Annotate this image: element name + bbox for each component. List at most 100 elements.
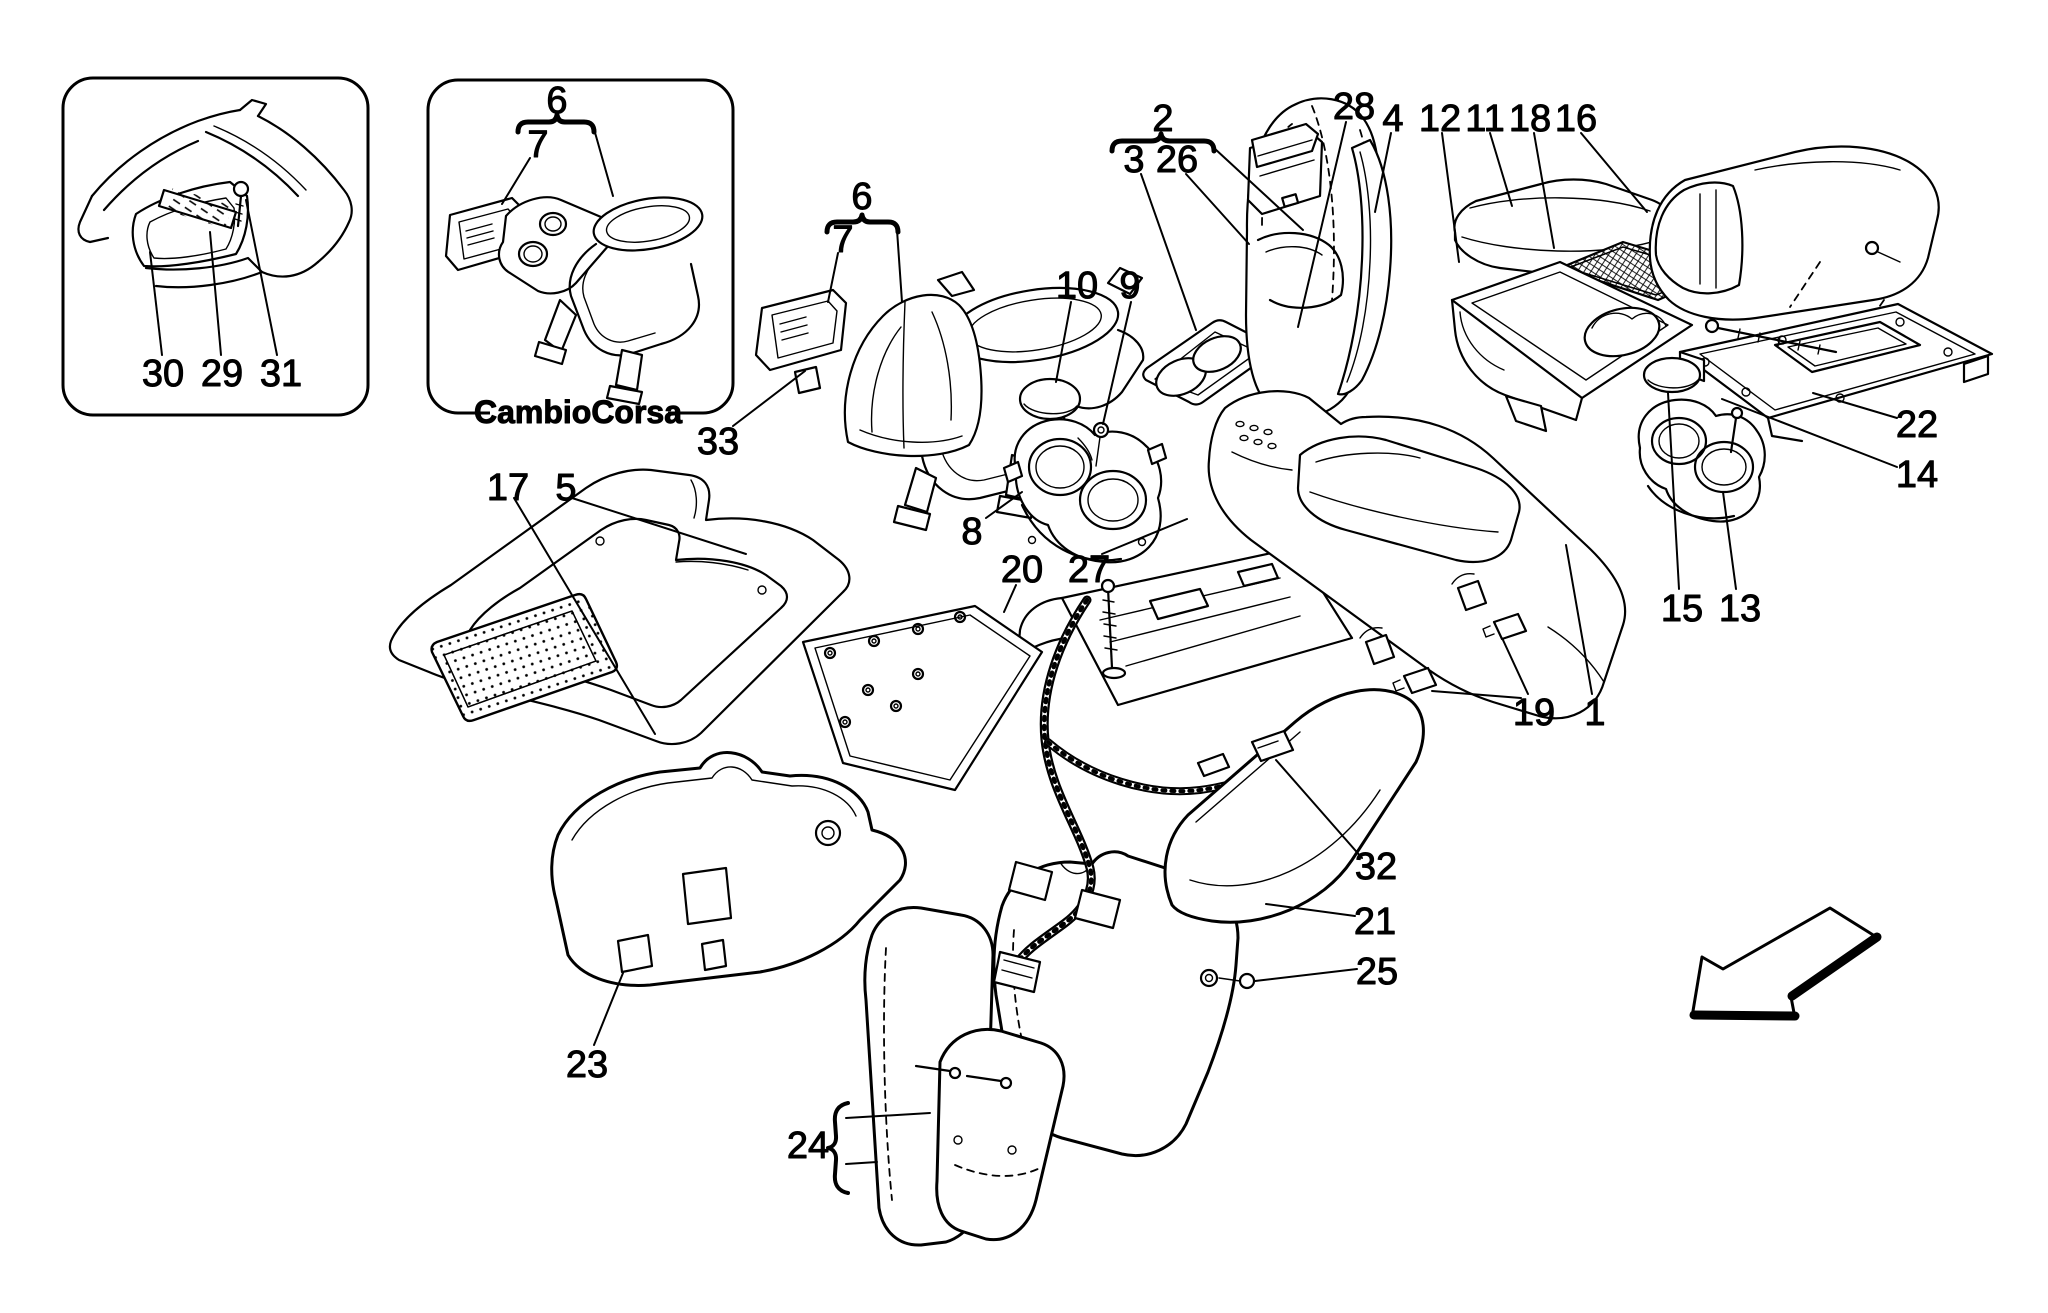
main-assembly-leaders — [732, 229, 903, 427]
leader-28 — [1297, 121, 1347, 328]
part-label-18: 18 — [1509, 98, 1551, 140]
part-label-13: 13 — [1719, 588, 1761, 630]
push-pin-grommets — [823, 610, 967, 729]
part-label-9: 9 — [1119, 265, 1140, 307]
rear-trim-panels — [863, 905, 1066, 1247]
inset-box-cambiocorsa: 6 7 CambioCorsa — [426, 78, 735, 431]
part-label-28: 28 — [1333, 86, 1375, 128]
clip-19-a — [1482, 612, 1528, 641]
leader-6-main — [896, 229, 903, 303]
part-label-1: 1 — [1584, 692, 1605, 734]
leader-30 — [149, 251, 163, 356]
leader-20 — [1003, 584, 1017, 613]
console-frame-and-mat — [388, 468, 851, 746]
brace-6-main — [824, 212, 901, 235]
part-label-16: 16 — [1555, 98, 1597, 140]
part-label-15: 15 — [1661, 588, 1703, 630]
brace-6-inset — [515, 112, 597, 135]
leader-3 — [1140, 173, 1197, 331]
leader-7-inset — [501, 157, 531, 205]
leader-24a — [845, 1112, 931, 1119]
clip-19-b — [1392, 666, 1438, 695]
leader-31 — [245, 199, 278, 356]
inset1-leaders — [149, 199, 278, 356]
part-label-21: 21 — [1354, 901, 1396, 943]
cupholder-mechanism — [1002, 418, 1168, 564]
inner-bracket-base — [1016, 546, 1354, 707]
inset2-leaders — [501, 128, 614, 205]
part-label-26: 26 — [1156, 139, 1198, 181]
leader-16 — [1580, 132, 1648, 213]
brace-24 — [826, 1101, 850, 1195]
leader-25 — [1254, 968, 1358, 982]
part-label-29: 29 — [201, 353, 243, 395]
part-label-22: 22 — [1896, 404, 1938, 446]
leader-23 — [593, 972, 624, 1046]
leader-33 — [732, 370, 806, 427]
leader-24b — [845, 1161, 878, 1165]
leader-17 — [513, 497, 656, 735]
part-label-25: 25 — [1356, 951, 1398, 993]
variant-caption: CambioCorsa — [474, 394, 682, 430]
part-label-11: 11 — [1465, 98, 1504, 140]
leader-32 — [1275, 759, 1363, 859]
part-label-6: 6 — [851, 176, 872, 218]
leader-29 — [209, 231, 222, 356]
right-panel-leaders — [1254, 759, 1363, 982]
clip-32 — [1196, 729, 1295, 778]
brace-24-group — [826, 1101, 931, 1195]
leader-11 — [1489, 132, 1513, 207]
part-label-12: 12 — [1419, 98, 1461, 140]
armrest-backrest-shell — [1244, 97, 1393, 419]
leader-2 — [1213, 147, 1304, 231]
leader-10 — [1055, 301, 1072, 383]
part-label-19: 19 — [1513, 692, 1555, 734]
console-top-view-art — [77, 98, 353, 289]
leader-22 — [1812, 392, 1898, 419]
leader-1 — [1565, 544, 1593, 695]
part-label-7: 7 — [832, 219, 853, 261]
brace-2 — [1109, 131, 1217, 154]
part-label-30: 30 — [142, 353, 184, 395]
part-label-3: 3 — [1123, 139, 1144, 181]
leader-9 — [1102, 301, 1132, 425]
cambiocorsa-assembly-art — [444, 196, 704, 406]
leader-5 — [571, 497, 747, 555]
cupholder-plate — [1142, 319, 1273, 406]
leader-15 — [1667, 392, 1680, 590]
part-label-23: 23 — [566, 1044, 608, 1086]
leader-19b — [1431, 690, 1522, 699]
leader-21 — [1265, 903, 1356, 917]
part-label-10: 10 — [1056, 265, 1098, 307]
part-label-2: 2 — [1152, 98, 1173, 140]
part-label-27: 27 — [1068, 549, 1110, 591]
part-label-6-inset: 6 — [546, 80, 567, 122]
backrest-leaders — [1140, 121, 1392, 331]
shifter-surround-assembly — [754, 266, 1145, 532]
leader-13 — [1722, 491, 1737, 590]
leader-6-inset — [593, 128, 614, 197]
leader-14 — [1721, 398, 1898, 468]
leader-12 — [1441, 132, 1460, 263]
leader-4 — [1374, 132, 1392, 213]
part-label-31: 31 — [260, 353, 302, 395]
leader-18 — [1533, 132, 1555, 249]
gasket-panel — [801, 604, 1044, 792]
part-label-8: 8 — [961, 511, 982, 553]
part-label-14: 14 — [1896, 454, 1938, 496]
cupholder-lid — [1018, 377, 1082, 421]
part-label-32: 32 — [1355, 846, 1397, 888]
part-label-20: 20 — [1001, 549, 1043, 591]
part-label-24: 24 — [787, 1125, 829, 1167]
leader-19a — [1502, 639, 1529, 695]
leader-27 — [1101, 518, 1188, 555]
leader-26 — [1185, 173, 1250, 245]
left-side-panel — [550, 751, 907, 987]
part-label-7-inset: 7 — [527, 124, 548, 166]
panel-screws — [914, 1064, 1013, 1090]
cupholder-lid-edge — [1023, 403, 1078, 415]
part-label-17: 17 — [487, 467, 529, 509]
screw-9 — [1092, 421, 1110, 467]
